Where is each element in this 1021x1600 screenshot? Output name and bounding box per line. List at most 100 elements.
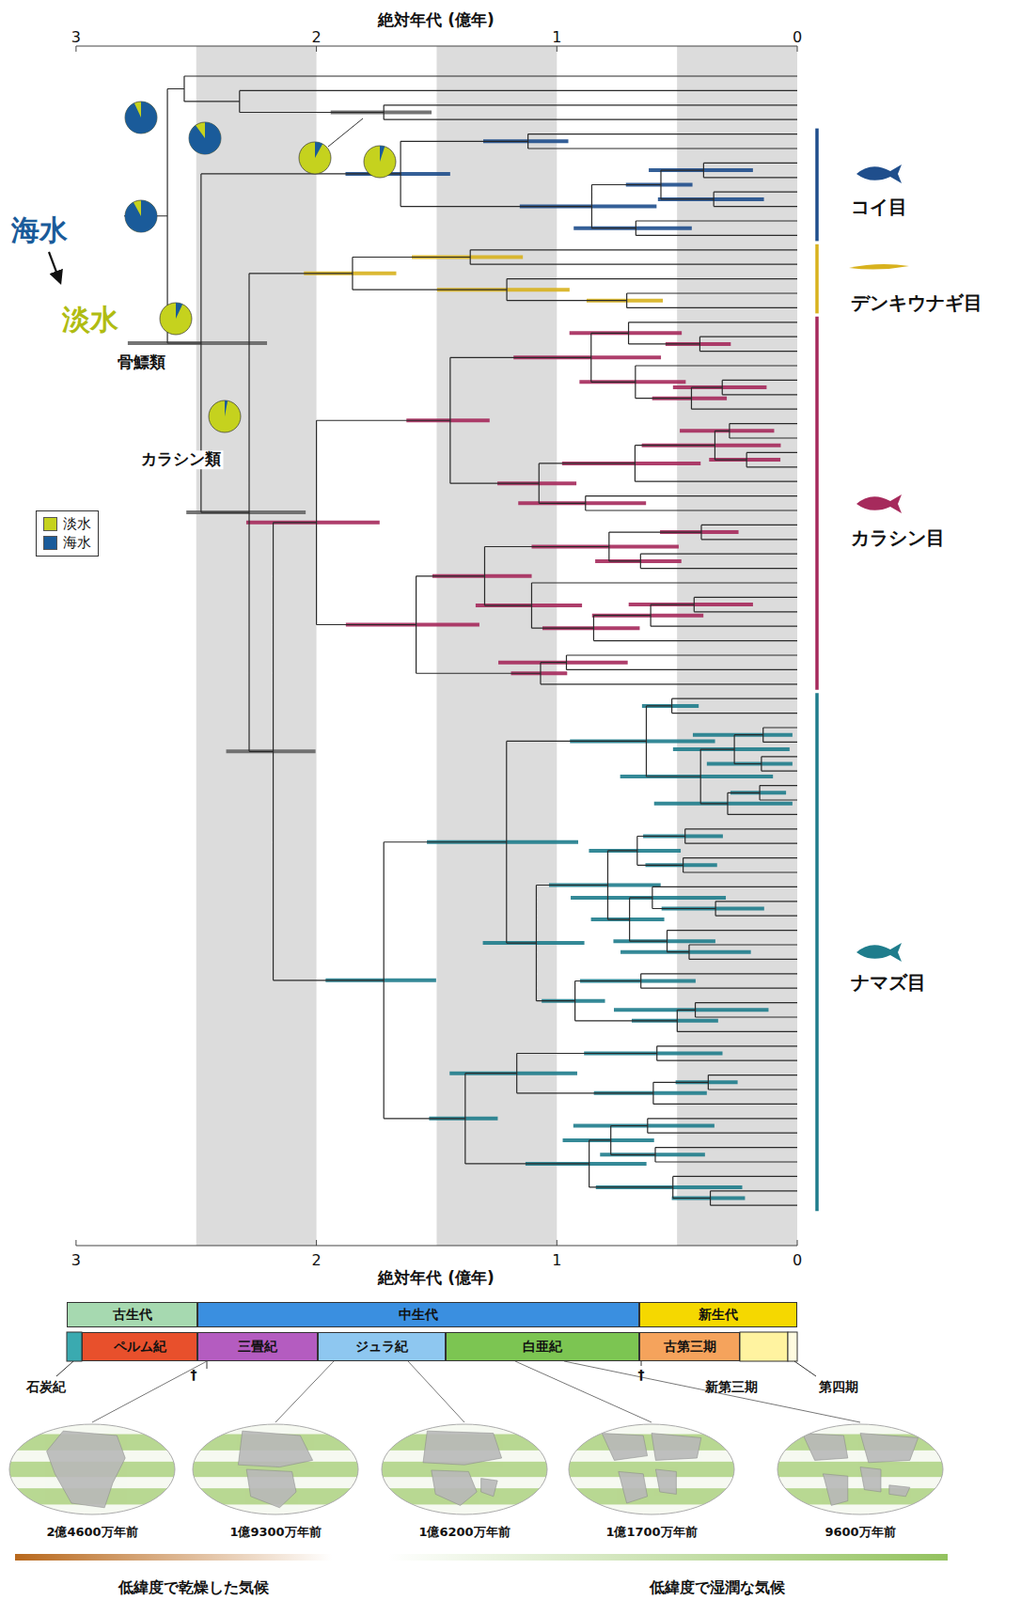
tick-label: 2 (312, 1252, 322, 1270)
leader-line (56, 1361, 74, 1377)
period-box: ジュラ紀 (317, 1332, 446, 1362)
period-name: ジュラ紀 (355, 1338, 409, 1356)
pie-marine (379, 145, 385, 162)
legend-text: 海水 (62, 533, 92, 552)
pie-chart (159, 302, 192, 335)
pie-freshwater (208, 400, 241, 433)
continent (618, 1471, 648, 1504)
legend-text: 淡水 (62, 514, 92, 534)
axis-tick (75, 46, 77, 52)
climate-belt (777, 1461, 943, 1477)
time-band (196, 46, 317, 1246)
ancestral-state-pies (125, 101, 396, 433)
axis-tick (315, 1240, 317, 1246)
paleomap (381, 1424, 548, 1515)
period-box (66, 1332, 82, 1362)
axis-title: 絶対年代 (億年) (377, 11, 494, 31)
fish-icon (856, 164, 902, 184)
period-box: ペルム紀 (81, 1332, 198, 1362)
continent (822, 1474, 848, 1507)
climate-label: 低緯度で乾燥した気候 (118, 1579, 269, 1597)
climate-belt (568, 1434, 735, 1451)
map-caption: 9600万年前 (824, 1525, 896, 1540)
pie-marine (125, 101, 158, 134)
period-box: 新生代 (639, 1302, 798, 1328)
pie-chart (208, 400, 241, 433)
continent (423, 1430, 503, 1465)
climate-belt (777, 1434, 943, 1451)
continent (655, 1469, 676, 1494)
pie-marine (125, 200, 158, 233)
leader-line (794, 1361, 817, 1377)
paleomap (568, 1424, 735, 1515)
paleomap (9, 1424, 175, 1515)
pie-chart (125, 101, 158, 134)
period-box: 白亜紀 (445, 1332, 640, 1362)
map-leader (564, 1361, 861, 1423)
time-band (676, 46, 798, 1246)
leader-line (206, 1361, 208, 1369)
period-name: 古生代 (112, 1306, 153, 1324)
tick-label: 0 (792, 29, 802, 47)
order-label: カラシン目 (850, 527, 945, 550)
pie-marine (224, 400, 228, 417)
continent (246, 1469, 297, 1508)
period-label: 新第三期 (705, 1379, 758, 1395)
period-box: 古生代 (66, 1302, 198, 1328)
legend-swatch (43, 517, 58, 532)
time-band (436, 46, 557, 1246)
continent (889, 1485, 911, 1497)
map-outline (192, 1424, 359, 1515)
order-label: ナマズ目 (850, 972, 927, 994)
fish-icon (848, 264, 910, 270)
pie-marine (314, 141, 323, 158)
period-label: 第四期 (818, 1379, 859, 1395)
map-outline (568, 1424, 735, 1515)
period-name: 白亜紀 (522, 1338, 563, 1356)
fish-icon (856, 494, 902, 514)
pie-freshwater (159, 302, 192, 335)
climate-belt (777, 1488, 943, 1505)
map-caption: 1億6200万年前 (418, 1525, 510, 1540)
period-box: 中生代 (197, 1302, 640, 1328)
pie-freshwater (125, 101, 158, 134)
fish-icon (856, 942, 902, 962)
extinction-mark: † (190, 1366, 198, 1383)
pie-leader (328, 118, 363, 147)
tick-label: 0 (792, 1252, 802, 1270)
period-box: 三畳紀 (197, 1332, 318, 1362)
group-bar (815, 316, 819, 691)
period-box: 古第三期 (639, 1332, 740, 1362)
map-caption: 1億1700万年前 (605, 1525, 697, 1540)
pie-freshwater (125, 200, 158, 233)
tick-label: 1 (551, 29, 562, 47)
continent (601, 1433, 647, 1461)
time-bands (196, 46, 798, 1246)
transition-arrow (48, 251, 61, 283)
paleomap (777, 1424, 943, 1515)
axis-title: 絶対年代 (億年) (377, 1269, 494, 1289)
map-outline (777, 1424, 943, 1515)
period-name: 三畳紀 (237, 1338, 278, 1356)
pie-chart (125, 200, 158, 233)
habitat-label: 海水 (11, 214, 68, 248)
paleomaps (9, 1361, 943, 1515)
time-axis (76, 46, 798, 1246)
period-name: 新生代 (698, 1306, 739, 1324)
group-bar (815, 128, 819, 242)
axis-tick (75, 1240, 77, 1246)
map-caption: 1億9300万年前 (229, 1525, 321, 1540)
legend: 淡水海水 (35, 510, 99, 557)
axis-tick (797, 1240, 799, 1246)
period-label: 石炭紀 (26, 1379, 66, 1395)
climate-gradient (15, 1554, 948, 1561)
legend-swatch (43, 535, 58, 550)
legend-row: 海水 (43, 533, 92, 552)
axis-tick (315, 46, 317, 52)
tick-label: 3 (71, 29, 81, 47)
timescale-extras (56, 1332, 817, 1377)
period-box (739, 1332, 788, 1362)
tick-label: 1 (551, 1252, 562, 1270)
order-label: デンキウナギ目 (850, 292, 983, 315)
continent (481, 1478, 499, 1497)
